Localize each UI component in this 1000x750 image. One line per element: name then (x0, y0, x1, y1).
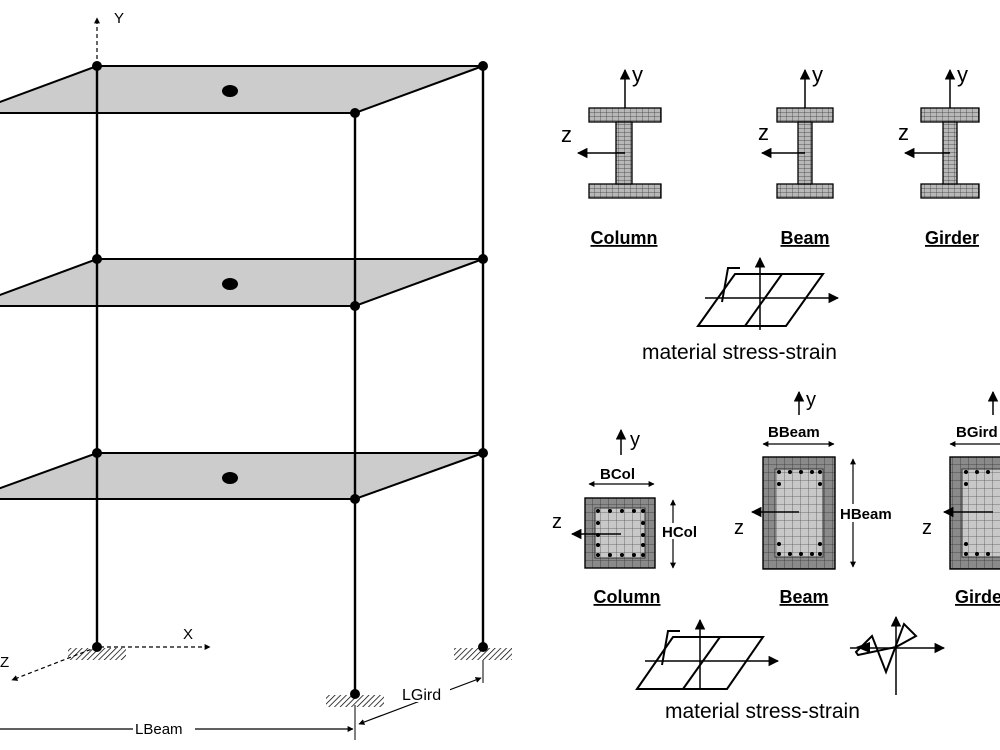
floor-slab-bottom (0, 452, 484, 500)
rc-girder-z-label: z (922, 517, 932, 539)
mass-center-top (222, 85, 238, 97)
rc-girder-b-label: BGird (956, 424, 998, 441)
steel-section-beam: y z Beam (758, 62, 834, 248)
steel-column-label: Column (591, 228, 658, 248)
rc-beam-label: Beam (779, 587, 828, 607)
steel-girder-label: Girder (925, 228, 979, 248)
steel-material-hysteresis: material stress-strain (642, 256, 840, 364)
rc-beam-y-label: y (806, 389, 816, 411)
dim-lgird-label: LGird (402, 687, 441, 704)
dim-lbeam-label: LBeam (135, 721, 183, 738)
frame-y-axis-label: Y (114, 10, 124, 27)
rc-column-label: Column (594, 587, 661, 607)
mass-center-middle (222, 278, 238, 290)
frame-z-axis-label: Z (0, 654, 9, 671)
rc-material-hysteresis (635, 618, 780, 690)
mass-center-bottom (222, 472, 238, 484)
steel-beam-y-label: y (812, 62, 823, 87)
steel-column-z-label: z (561, 122, 572, 147)
rc-section-beam: y BBeam z HBeam Beam (734, 389, 914, 607)
rc-beam-h-label: HBeam (840, 506, 892, 523)
steel-column-y-label: y (632, 62, 643, 87)
rc-column-z-label: z (552, 511, 562, 533)
rc-column-b-label: BCol (600, 466, 635, 483)
rc-beam-b-label: BBeam (768, 424, 820, 441)
steel-material-label: material stress-strain (642, 341, 837, 364)
frame-x-axis-label: X (183, 626, 193, 643)
steel-beam-label: Beam (780, 228, 829, 248)
rc-girder-label: Girder (955, 587, 1000, 607)
support-back-left (68, 648, 126, 660)
floor-slab-top (0, 65, 484, 114)
rc-material-label: material stress-strain (665, 700, 860, 723)
rc-section-column: y BCol z HCol Column (552, 428, 706, 607)
frame-nodes (92, 61, 488, 699)
rc-section-girder: BGird z Girder (922, 390, 1000, 607)
steel-beam-z-label: z (758, 120, 769, 145)
steel-section-column: y z Column (561, 62, 662, 248)
frame-3d: Y X Z LBeam (0, 10, 512, 740)
floor-slab-middle (0, 258, 484, 307)
rc-column-h-label: HCol (662, 524, 697, 541)
support-back-right (454, 648, 512, 660)
steel-girder-z-label: z (898, 120, 909, 145)
frame-z-axis (11, 646, 98, 681)
steel-girder-y-label: y (957, 62, 968, 87)
steel-section-girder: y z Girder (898, 62, 980, 248)
rc-concrete-curve (850, 615, 946, 695)
rc-column-y-label: y (630, 429, 640, 451)
rc-beam-z-label: z (734, 517, 744, 539)
